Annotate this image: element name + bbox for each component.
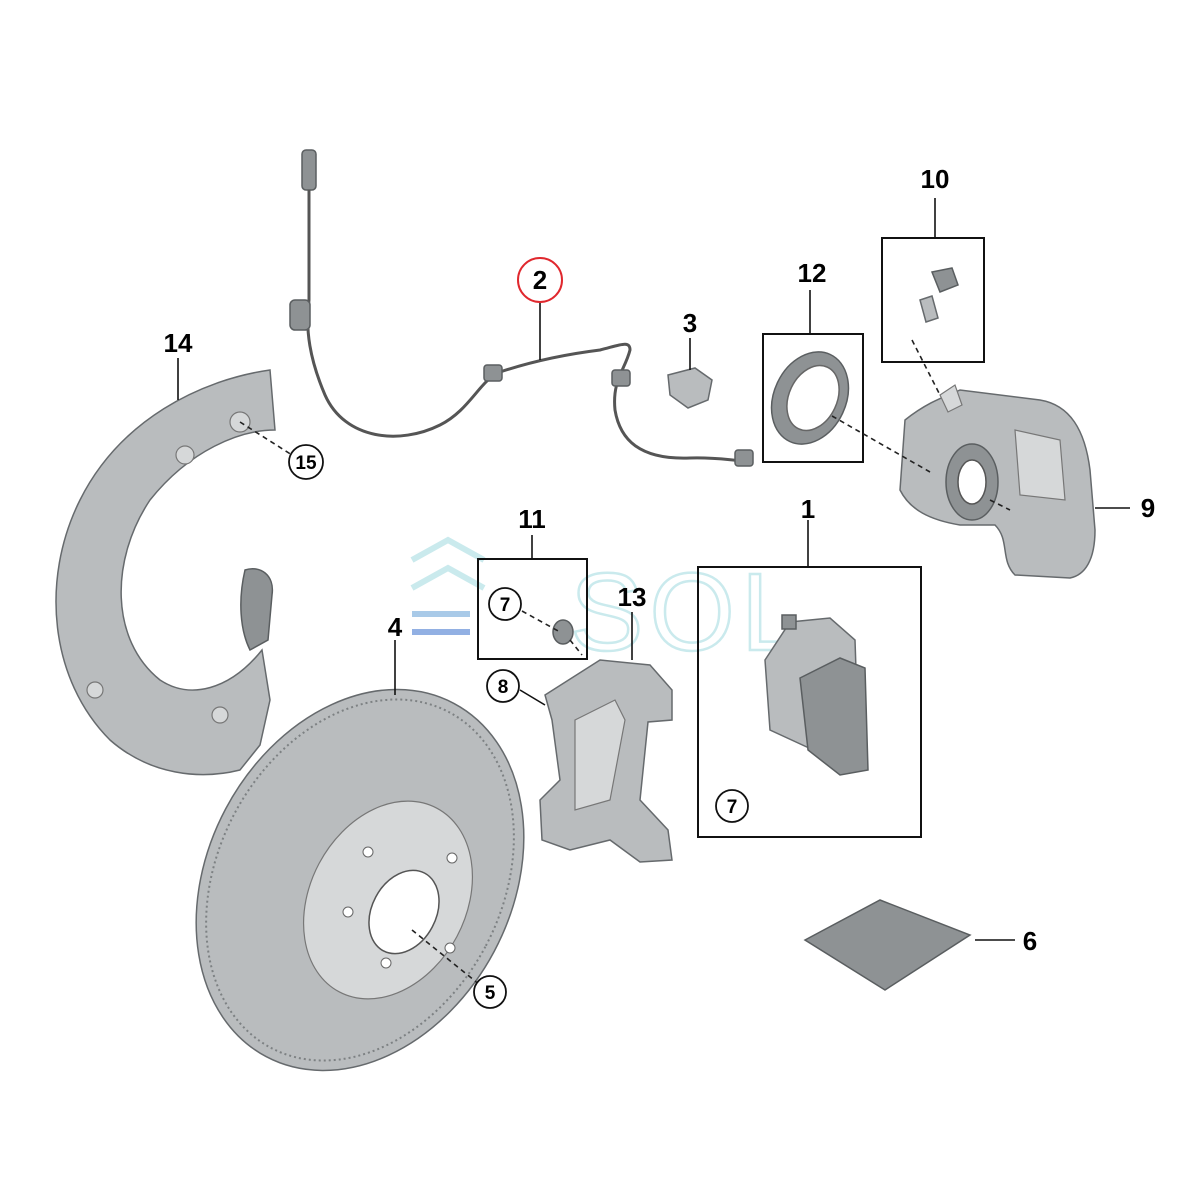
callout-12: 12 [798,258,827,288]
part-grease-packet [803,899,972,991]
callout-6: 6 [1023,926,1037,956]
part-bleed-valve-kit [919,267,959,323]
callout-13: 13 [618,582,647,612]
callout-15: 15 [295,453,317,474]
callout-14: 14 [164,328,193,358]
leader-lines [177,198,1130,986]
part-wear-sensor [289,149,754,467]
callout-2: 2 [533,265,547,295]
watermark-text: SOL [570,551,808,674]
callout-labels: 1 2 3 4 5 6 7 7 8 9 10 11 12 13 14 15 [164,164,1155,1009]
callout-3: 3 [683,308,697,338]
part-seal-ring [770,351,850,445]
part-caliper-carrier [539,619,673,863]
part-dust-shield [55,369,276,776]
callout-8: 8 [498,677,509,698]
callout-7-ring-a [488,587,522,621]
callout-11: 11 [518,504,546,534]
callout-7-a: 7 [500,595,511,616]
callout-10: 10 [921,164,950,194]
callout-15-ring [288,444,324,480]
callout-1: 1 [801,494,815,524]
callout-8-ring [486,669,520,703]
watermark-logo: SOL [410,536,808,675]
callout-7-b: 7 [727,797,738,818]
part-caliper [899,384,1096,579]
part-brake-pads [764,614,869,776]
callout-5-ring [473,975,507,1009]
group-box-10 [881,237,985,363]
callout-7-ring-b [715,789,749,823]
callout-4: 4 [388,612,403,642]
part-brake-disc [195,688,525,1072]
callout-2-highlight-ring [517,257,563,303]
group-box-12 [762,333,864,463]
group-box-1 [697,566,922,838]
callout-9: 9 [1141,493,1155,523]
part-clip [667,367,713,409]
callout-5: 5 [485,983,496,1004]
